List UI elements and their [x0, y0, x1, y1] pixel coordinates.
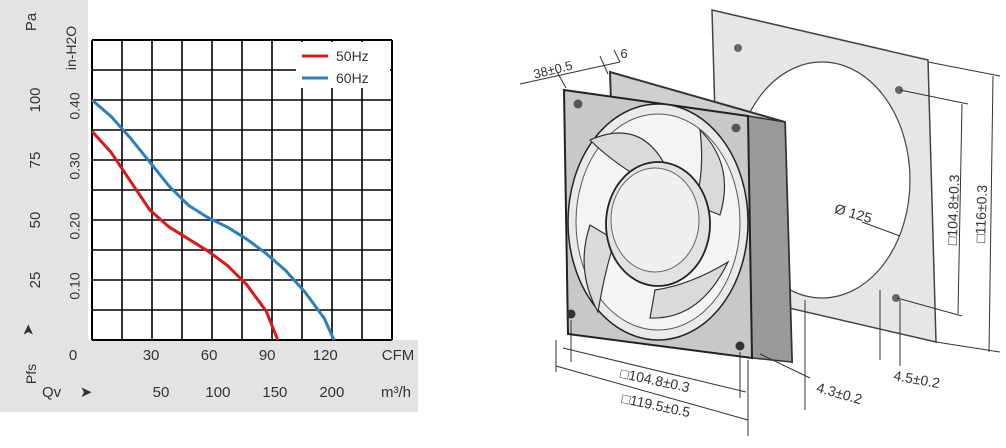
dim-cutout-spacing: □104.8±0.3	[944, 174, 962, 245]
x-tick-label-m3h: 50	[153, 384, 170, 401]
dim-cutout-outline: □116±0.3	[972, 184, 990, 243]
x-tick-label-m3h: 200	[319, 384, 344, 401]
y-tick-label-inh2o: 0.40	[67, 92, 83, 119]
dim-hole-b: 4.5±0.2	[893, 367, 942, 391]
legend-box	[296, 42, 390, 88]
y-tick-label-inh2o: 0.20	[67, 212, 83, 239]
y-tick-label-inh2o: 0.10	[67, 272, 83, 299]
y-tick-label-inh2o: 0.30	[67, 152, 83, 179]
dim-flange: 6	[620, 46, 627, 61]
x-arrow-icon: ➤	[80, 384, 93, 401]
y-symbol: Pfs	[23, 364, 39, 384]
y-unit-pa: Pa	[23, 12, 40, 31]
y-tick-label-pa: 100	[27, 87, 44, 112]
y-ticks-inh2o: 0.10 0.20 0.30 0.40	[67, 92, 83, 299]
bottom-axis-band	[0, 340, 418, 412]
legend-label: 60Hz	[336, 70, 369, 86]
x-zero-label: 0	[69, 347, 77, 364]
dimension-lines	[519, 49, 1001, 436]
x-ticks-cfm: 30 60 90 120	[143, 347, 338, 364]
x-tick-label-cfm: 120	[313, 347, 338, 364]
y-unit-inh2o: in-H2O	[63, 26, 79, 70]
y-tick-label-pa: 25	[27, 272, 44, 289]
legend-label: 50Hz	[336, 48, 369, 64]
performance-chart: Pa 25 50 75 100 0.10 0.20 0.30 0.40 in-H2O ➤ P…	[0, 0, 418, 412]
series-line-50hz	[90, 130, 280, 341]
x-ticks-m3h: 50 100 150 200	[153, 384, 345, 401]
x-unit-m3h: m³/h	[381, 384, 411, 401]
dim-hole-a: 4.3±0.2	[815, 379, 864, 407]
dim-depth: 38±0.5	[532, 58, 574, 82]
x-tick-label-cfm: 30	[143, 347, 160, 364]
fan-frame-front	[562, 88, 754, 360]
x-tick-label-m3h: 100	[205, 384, 230, 401]
series-line-60hz	[91, 98, 336, 341]
legend: 50Hz 60Hz	[296, 42, 390, 88]
y-tick-label-pa: 75	[27, 152, 44, 169]
dimension-drawing	[519, 9, 1001, 436]
y-ticks-pa: 25 50 75 100	[27, 87, 44, 288]
fan-frame-side	[747, 115, 793, 363]
y-tick-label-pa: 50	[27, 212, 44, 229]
qv-symbol: Qv	[42, 384, 62, 401]
series-lines	[90, 98, 336, 341]
x-tick-label-m3h: 150	[262, 384, 287, 401]
x-tick-label-cfm: 60	[201, 347, 218, 364]
x-tick-label-cfm: 90	[259, 347, 276, 364]
y-arrow-icon: ➤	[20, 324, 37, 337]
plot-grid	[91, 39, 393, 341]
x-unit-cfm: CFM	[382, 347, 415, 364]
